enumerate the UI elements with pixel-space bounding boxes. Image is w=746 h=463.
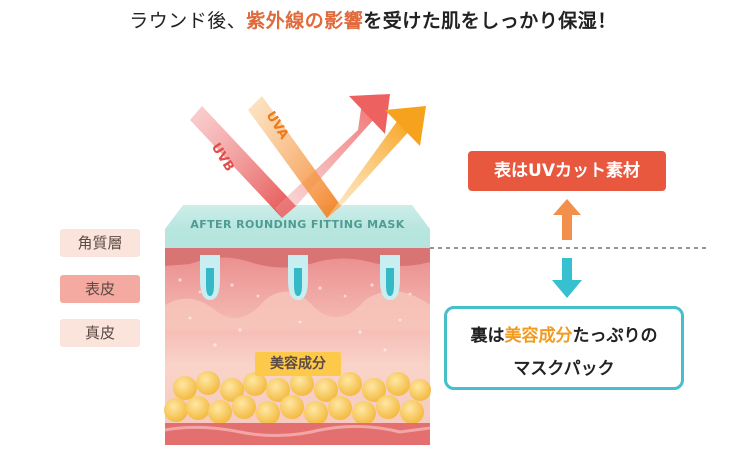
- headline-suffix: を受けた肌をしっかり保湿！: [363, 10, 617, 32]
- fat-cells: [164, 371, 431, 425]
- back-box-prefix: 裏は: [470, 326, 505, 346]
- skin-texture: [178, 278, 412, 352]
- uva-ray: [248, 96, 426, 218]
- ingredient-label: 美容成分: [255, 352, 341, 376]
- layer-label-epidermis: 表皮: [60, 275, 140, 303]
- layer-label-stratum-corneum: 角質層: [60, 229, 140, 257]
- headline-highlight: 紫外線の影響: [246, 10, 364, 32]
- back-side-box: 裏は美容成分たっぷりの マスクパック: [444, 306, 684, 390]
- pores: [200, 255, 400, 300]
- back-box-suffix: たっぷりの: [572, 326, 658, 346]
- arrow-up-icon: [553, 199, 581, 240]
- uv-cut-box: 表はUVカット素材: [468, 151, 666, 191]
- layer-label-dermis: 真皮: [60, 319, 140, 347]
- back-box-line1: 裏は美容成分たっぷりの: [447, 321, 681, 346]
- arrow-down-icon: [552, 258, 582, 298]
- uvb-ray: [190, 94, 390, 218]
- headline: ラウンド後、紫外線の影響を受けた肌をしっかり保湿！: [0, 6, 746, 33]
- epidermis-wave: [165, 291, 430, 330]
- back-box-highlight: 美容成分: [504, 326, 573, 346]
- headline-prefix: ラウンド後、: [129, 10, 247, 32]
- back-box-line2: マスクパック: [513, 359, 615, 379]
- mask-label: AFTER ROUNDING FITTING MASK: [190, 218, 405, 231]
